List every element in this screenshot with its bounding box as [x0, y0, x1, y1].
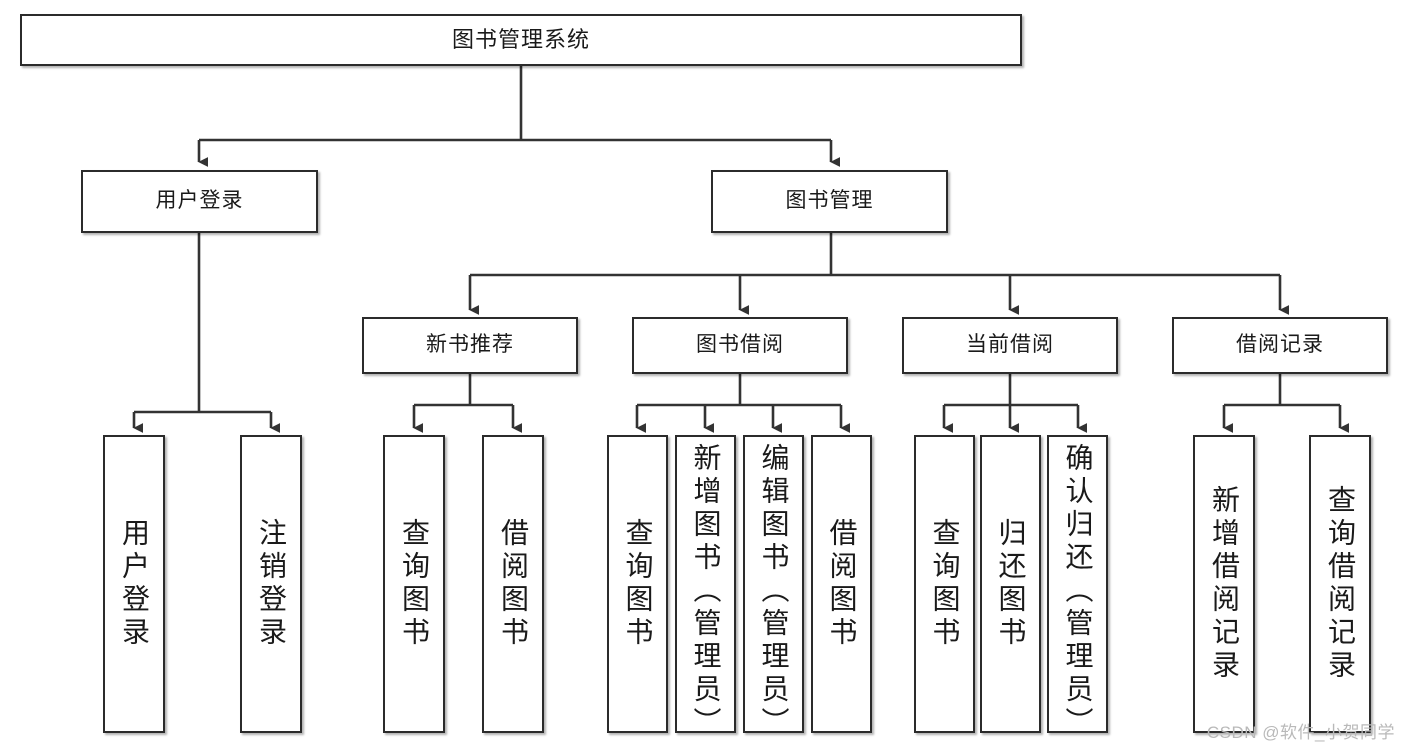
node-new-book-recommend[interactable]: 新书推荐: [362, 317, 578, 374]
node-label: 注销登录: [256, 518, 287, 650]
node-leaf-query-book-3[interactable]: 查询图书: [914, 435, 975, 733]
node-label: 借阅记录: [1236, 333, 1324, 357]
node-label: 查询图书: [622, 518, 654, 650]
watermark-text: CSDN @软件_小贺同学: [1206, 723, 1395, 742]
node-leaf-add-record[interactable]: 新增借阅记录: [1193, 435, 1255, 733]
node-leaf-query-record[interactable]: 查询借阅记录: [1309, 435, 1371, 733]
node-book-borrow[interactable]: 图书借阅: [632, 317, 848, 374]
node-label: 编辑图书（管理员）: [758, 443, 790, 740]
node-leaf-query-book-1[interactable]: 查询图书: [383, 435, 445, 733]
node-root-system[interactable]: 图书管理系统: [20, 14, 1022, 66]
node-label: 新增图书（管理员）: [690, 443, 722, 740]
node-label: 查询图书: [399, 518, 430, 650]
node-leaf-add-book[interactable]: 新增图书（管理员）: [675, 435, 736, 740]
node-borrow-record[interactable]: 借阅记录: [1172, 317, 1388, 374]
node-leaf-return-book[interactable]: 归还图书: [980, 435, 1041, 733]
node-leaf-logout[interactable]: 注销登录: [240, 435, 302, 733]
node-leaf-confirm-return[interactable]: 确认归还（管理员）: [1047, 435, 1108, 740]
node-label: 图书管理: [785, 189, 874, 213]
node-label: 借阅图书: [826, 518, 858, 650]
node-label: 图书管理系统: [451, 27, 590, 53]
node-leaf-query-book-2[interactable]: 查询图书: [607, 435, 668, 733]
node-book-manage[interactable]: 图书管理: [711, 170, 948, 233]
node-user-login[interactable]: 用户登录: [81, 170, 318, 233]
node-label: 确认归还（管理员）: [1062, 443, 1094, 740]
node-label: 归还图书: [995, 518, 1027, 650]
node-label: 图书借阅: [696, 333, 784, 357]
node-label: 用户登录: [119, 518, 150, 650]
node-leaf-borrow-book-1[interactable]: 借阅图书: [482, 435, 544, 733]
node-leaf-edit-book[interactable]: 编辑图书（管理员）: [743, 435, 804, 740]
node-label: 查询借阅记录: [1325, 485, 1356, 683]
node-label: 新书推荐: [426, 333, 514, 357]
node-label: 当前借阅: [966, 333, 1054, 357]
node-leaf-user-login[interactable]: 用户登录: [103, 435, 165, 733]
node-label: 用户登录: [155, 189, 244, 213]
node-current-borrow[interactable]: 当前借阅: [902, 317, 1118, 374]
node-label: 借阅图书: [498, 518, 529, 650]
node-label: 新增借阅记录: [1209, 485, 1240, 683]
node-leaf-borrow-book-2[interactable]: 借阅图书: [811, 435, 872, 733]
node-label: 查询图书: [929, 518, 961, 650]
